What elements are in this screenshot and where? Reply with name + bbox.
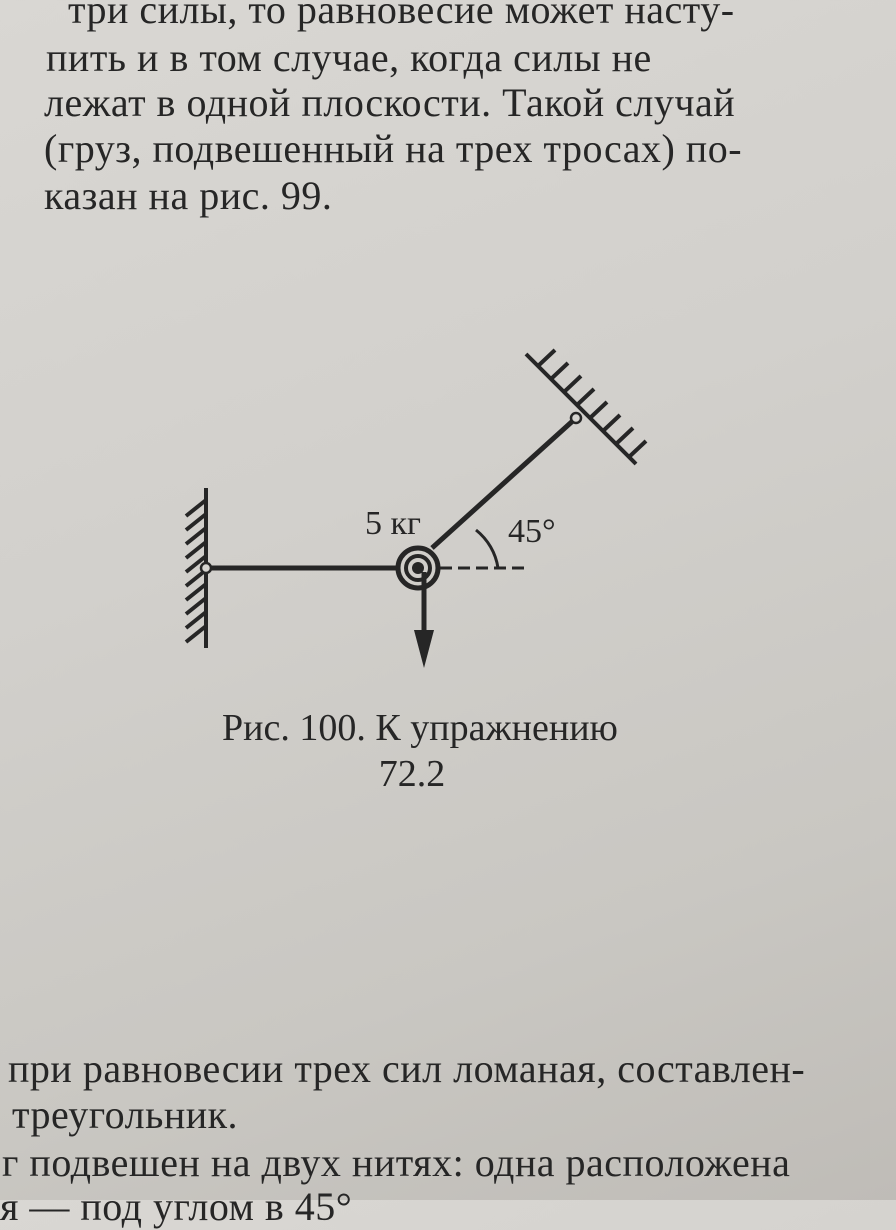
- right-hinge: [569, 411, 583, 425]
- text-line: три силы, то равновесие может насту-: [68, 0, 735, 32]
- text-line: казан на рис. 99.: [44, 173, 333, 218]
- angle-label: 45°: [508, 513, 556, 550]
- book-page: три силы, то равновесие может насту- пит…: [0, 0, 806, 1229]
- exercise-number: 72.2: [378, 753, 446, 795]
- mass-label: 5 кг: [365, 505, 421, 542]
- inclined-ceiling: [524, 348, 648, 466]
- load-ring: [395, 545, 441, 591]
- text-line: я — под углом в 45°: [0, 1184, 353, 1229]
- left-hinge: [199, 561, 213, 575]
- figure-caption: Рис. 100. К упражнению: [222, 707, 618, 749]
- text-line: (груз, подвешенный на трех тросах) по-: [44, 126, 743, 171]
- text-line: г подвешен на двух нитях: одна расположе…: [2, 1140, 791, 1185]
- figure-100: 5 кг 45°: [184, 348, 648, 668]
- text-line: треугольник.: [12, 1092, 239, 1137]
- text-line: лежат в одной плоскости. Такой случай: [44, 80, 736, 125]
- text-line: пить и в том случае, когда силы не: [46, 35, 652, 80]
- inclined-rope: [430, 416, 578, 550]
- text-line: при равновесии трех сил ломаная, составл…: [8, 1046, 806, 1091]
- angle-arc: [475, 528, 500, 569]
- weight-arrow: [414, 572, 434, 668]
